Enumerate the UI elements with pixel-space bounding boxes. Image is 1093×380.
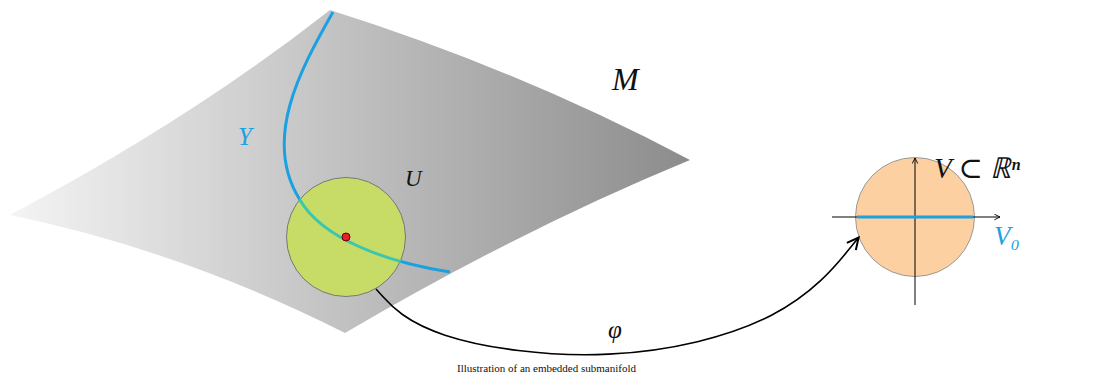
subspace-label: V₀ xyxy=(994,221,1020,251)
curve-in-disk xyxy=(284,12,450,272)
node-label: M xyxy=(612,61,639,97)
map-arrow xyxy=(376,238,859,355)
text-wrapper: U xyxy=(405,166,422,191)
neighbourhood-disk xyxy=(287,178,406,297)
node-label: U xyxy=(405,166,422,191)
manifold-surface: MU xyxy=(0,0,700,340)
point-marker xyxy=(342,233,350,241)
chart-domain-outline xyxy=(286,177,406,297)
edge-label: φ xyxy=(606,316,624,343)
text-wrapper: V ⊂ ℝⁿ xyxy=(934,153,1020,185)
curve-label: Y xyxy=(238,123,252,150)
surface xyxy=(10,10,690,333)
edge-label-wrapper: φ xyxy=(606,316,624,344)
label-wrapper: Y xyxy=(238,123,252,151)
caption-wrapper: Illustration of an embedded submanifold xyxy=(0,358,1093,376)
label-wrapper: V₀ xyxy=(994,222,1020,252)
figure-caption: Illustration of an embedded submanifold xyxy=(457,362,636,374)
chart-domain: U xyxy=(286,177,406,297)
submanifold-segment xyxy=(857,216,973,219)
horizontal-axis xyxy=(832,217,1000,218)
text-wrapper: M xyxy=(612,62,639,97)
node-label: V ⊂ ℝⁿ xyxy=(934,152,1020,184)
vertical-axis xyxy=(915,158,916,305)
